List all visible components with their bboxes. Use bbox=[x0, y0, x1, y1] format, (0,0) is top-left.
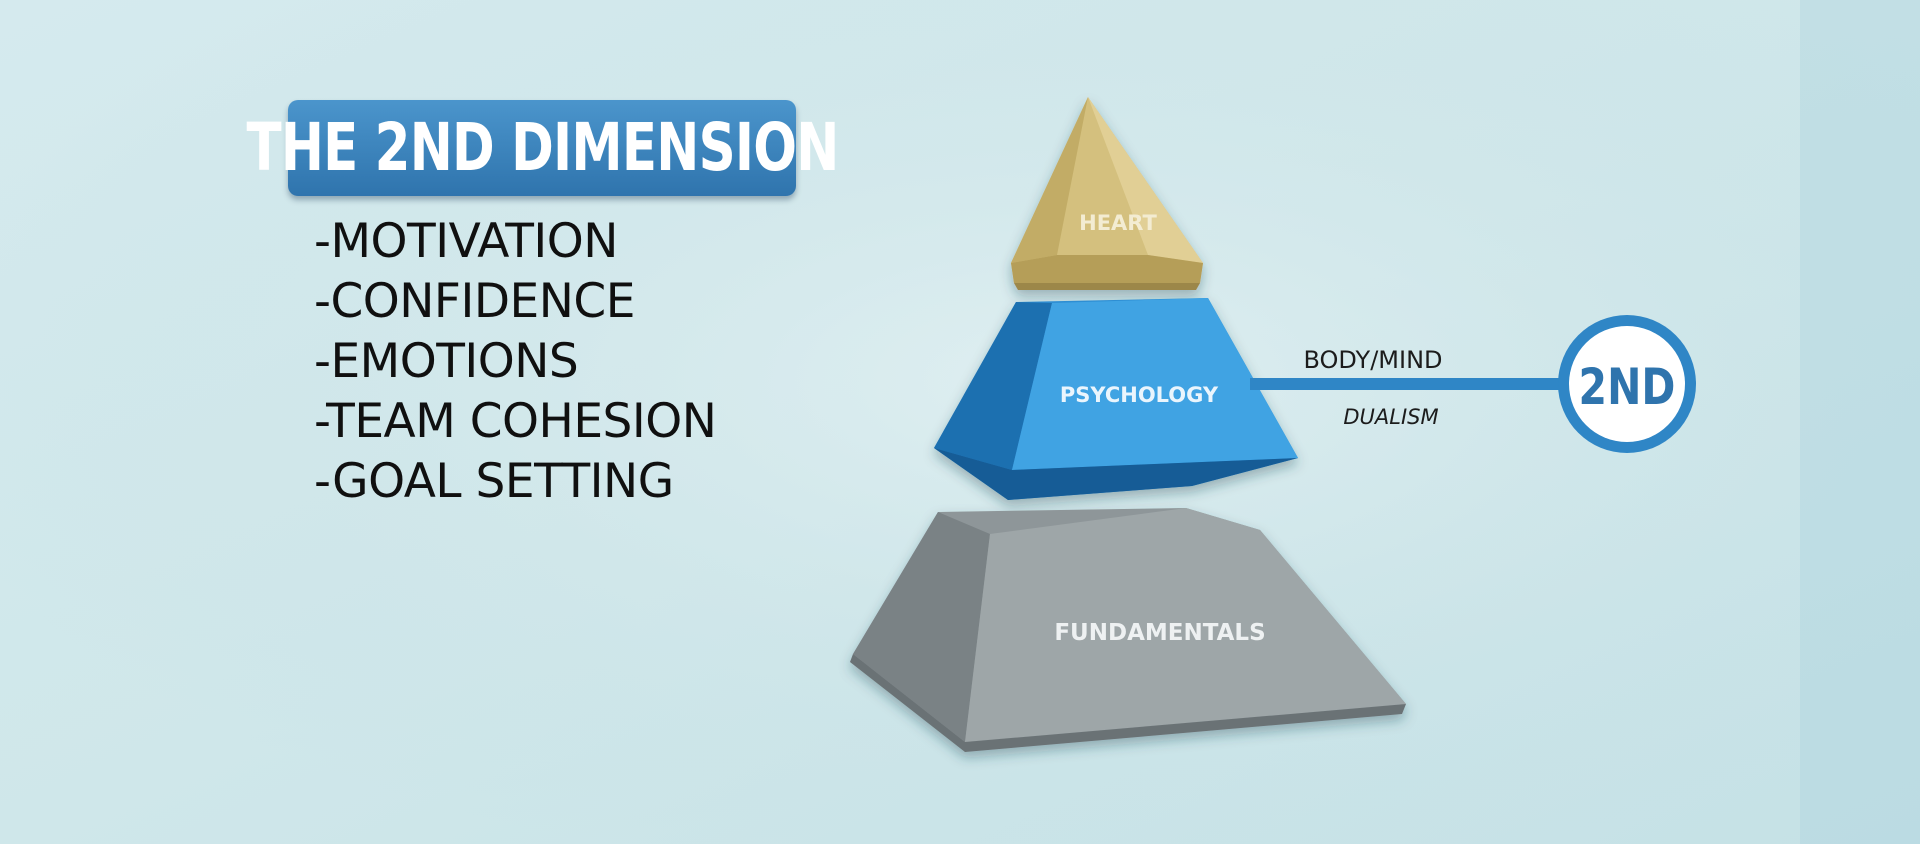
bullet-item: -TEAM COHESION bbox=[314, 394, 717, 449]
tier-label-heart: HEART bbox=[1079, 211, 1157, 235]
badge-text: 2ND bbox=[1579, 358, 1676, 416]
pyramid-tier-heart bbox=[1011, 97, 1203, 290]
bullet-item: -MOTIVATION bbox=[314, 214, 618, 269]
tier-label-fundamentals: FUNDAMENTALS bbox=[1054, 620, 1265, 646]
bullet-list: -MOTIVATION -CONFIDENCE -EMOTIONS -TEAM … bbox=[314, 212, 717, 512]
connector-line bbox=[1250, 378, 1570, 390]
bullet-item: -CONFIDENCE bbox=[314, 274, 635, 329]
bullet-item: -EMOTIONS bbox=[314, 334, 579, 389]
connector bbox=[1250, 315, 1696, 453]
tier-label-psychology: PSYCHOLOGY bbox=[1060, 383, 1219, 407]
pyramid-tier-psychology bbox=[934, 298, 1298, 500]
bullet-item: -GOAL SETTING bbox=[314, 454, 674, 509]
slide-title: THE 2ND DIMENSION bbox=[245, 109, 839, 186]
badge-center bbox=[1569, 326, 1685, 442]
connector-label-bottom: DUALISM bbox=[1343, 405, 1438, 429]
connector-label-top: BODY/MIND bbox=[1303, 346, 1442, 374]
title-banner: THE 2ND DIMENSION bbox=[246, 100, 839, 196]
pyramid-tier-fundamentals bbox=[850, 508, 1406, 752]
